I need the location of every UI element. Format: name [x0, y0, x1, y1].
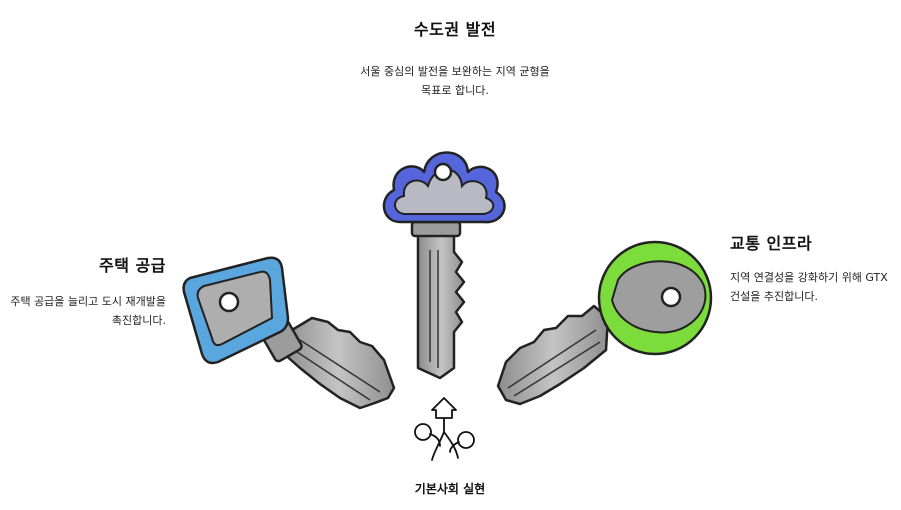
- top-key: [382, 151, 506, 380]
- right-title: 교통 인프라: [730, 234, 813, 253]
- top-title: 수도권 발전: [413, 20, 497, 39]
- left-key: [182, 256, 396, 410]
- top-topic: 수도권 발전 서울 중심의 발전을 보완하는 지역 균형을 목표로 합니다.: [360, 16, 550, 98]
- house-plant-icon: [414, 397, 475, 461]
- left-description: 주택 공급을 늘리고 도시 재개발을 촉진합니다.: [10, 295, 166, 327]
- right-key: [496, 240, 713, 406]
- left-title: 주택 공급: [99, 256, 166, 275]
- left-key-hole: [218, 291, 240, 313]
- center-label: 기본사회 실현: [414, 482, 486, 496]
- left-topic: 주택 공급 주택 공급을 늘리고 도시 재개발을 촉진합니다.: [6, 252, 166, 328]
- right-key-hole: [660, 286, 682, 308]
- right-topic: 교통 인프라 지역 연결성을 강화하기 위해 GTX 건설을 추진합니다.: [730, 230, 895, 304]
- top-key-hole: [433, 162, 453, 182]
- top-description: 서울 중심의 발전을 보완하는 지역 균형을 목표로 합니다.: [360, 65, 550, 97]
- right-description: 지역 연결성을 강화하기 위해 GTX 건설을 추진합니다.: [730, 271, 888, 303]
